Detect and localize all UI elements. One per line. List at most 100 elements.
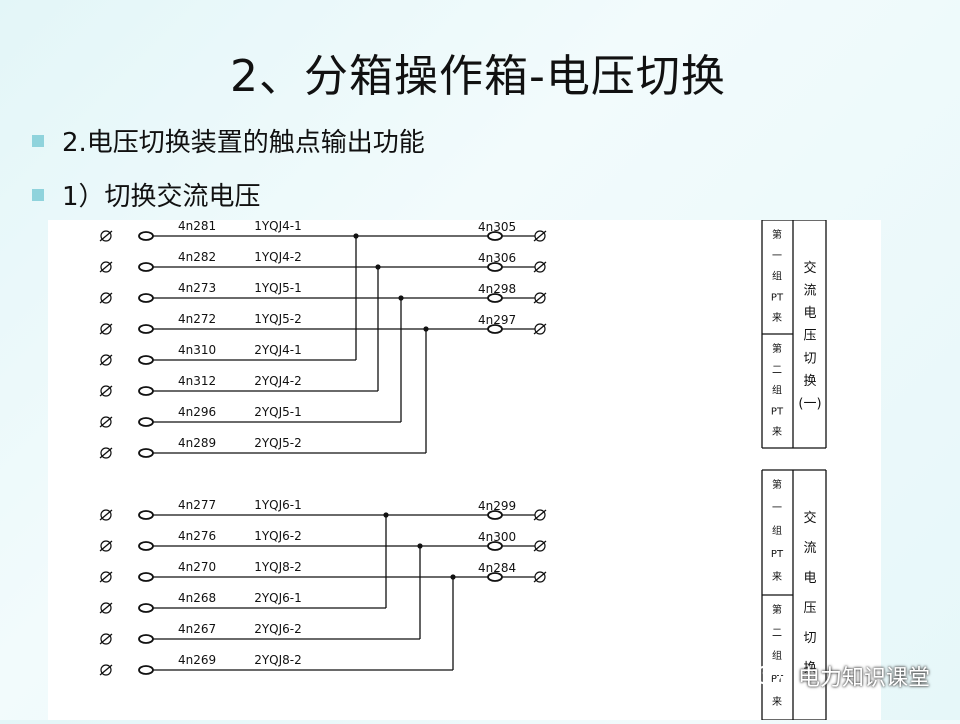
group1-side-right-char: (一) — [798, 396, 821, 411]
group1-input-label: 4n272 — [178, 312, 216, 326]
group2-contact-label: 2YQJ6-2 — [254, 622, 302, 636]
group2-contact-label: 2YQJ6-1 — [254, 591, 302, 605]
group2-output-terminal-slash — [533, 571, 547, 583]
group2-input-stud-icon — [138, 541, 154, 551]
group1-input-label: 4n282 — [178, 250, 216, 264]
group1-side-a-char: 组 — [772, 270, 782, 283]
group2-side-a-char: 一 — [772, 503, 782, 514]
group1-input-terminal-icon-slash — [99, 416, 113, 428]
group2-side-right-char: 换 — [803, 661, 816, 676]
group2-side-right-char: 压 — [803, 601, 816, 616]
group2-input-label: 4n267 — [178, 622, 216, 636]
group1-input-terminal-icon-slash — [99, 447, 113, 459]
group2-input-terminal-icon — [100, 633, 112, 645]
group1-side-right-char: 交 — [803, 260, 816, 276]
group2-input-terminal-icon-slash — [99, 633, 113, 645]
group1-input-stud-icon — [138, 448, 154, 458]
group2-input-terminal-icon — [100, 602, 112, 614]
group1-side-right-char: 换 — [803, 374, 816, 389]
group1-input-stud-icon — [138, 293, 154, 303]
group1-input-terminal-icon-slash — [99, 230, 113, 242]
group2-contact-label: 1YQJ6-1 — [254, 498, 302, 512]
group1-output-terminal-icon — [534, 230, 546, 242]
group1-input-stud-icon — [138, 324, 154, 334]
group2-input-terminal-icon-slash — [99, 602, 113, 614]
group2-side-a-char: 来 — [772, 571, 782, 583]
group1-side-b-char: PT — [771, 406, 784, 417]
group2-side-right-char: 电 — [803, 571, 816, 586]
bullet-square-icon — [32, 134, 44, 147]
group2-input-terminal-icon — [100, 509, 112, 521]
group2-side-b-char: 第 — [772, 603, 782, 616]
group1-side-a-char: PT — [771, 292, 784, 303]
group2-side-b-char: 二 — [772, 628, 782, 639]
group1-input-label: 4n273 — [178, 281, 216, 295]
group2-side-right-char: 交 — [803, 510, 816, 526]
slide-title: 2、分箱操作箱-电压切换 — [230, 51, 726, 102]
group1-input-terminal-icon — [100, 230, 112, 242]
group2-output-terminal-slash — [533, 509, 547, 521]
group2-input-label: 4n268 — [178, 591, 216, 605]
group1-contact-label: 1YQJ5-1 — [254, 281, 302, 295]
wechat-icon — [754, 665, 791, 688]
group2-input-label: 4n270 — [178, 560, 216, 574]
group1-output-terminal-slash — [533, 323, 547, 335]
group1-output-terminal-icon — [534, 323, 546, 335]
group1-input-terminal-icon-slash — [99, 292, 113, 304]
group1-input-terminal-icon — [100, 261, 112, 273]
group2-input-stud-icon — [138, 510, 154, 520]
group2-output-terminal-icon — [534, 571, 546, 583]
group1-contact-label: 2YQJ4-1 — [254, 343, 302, 357]
group2-input-terminal-icon — [100, 571, 112, 583]
group1-side-right-char: 切 — [803, 351, 816, 366]
watermark: 电力知识课堂 — [754, 660, 930, 692]
group2-contact-label: 1YQJ8-2 — [254, 560, 302, 574]
group2-input-terminal-icon — [100, 664, 112, 676]
group1-input-terminal-icon-slash — [99, 385, 113, 397]
group1-output-terminal-slash — [533, 230, 547, 242]
group1-side-a-char: 来 — [772, 312, 782, 324]
group1-input-label: 4n289 — [178, 436, 216, 450]
group2-input-label: 4n276 — [178, 529, 216, 543]
group2-output-terminal-icon — [534, 540, 546, 552]
group1-side-b-char: 二 — [772, 365, 782, 376]
group1-output-terminal-icon — [534, 261, 546, 273]
bullet-2-text: 1）切换交流电压 — [62, 182, 261, 212]
group2-input-terminal-icon-slash — [99, 509, 113, 521]
group2-output-label: 4n284 — [478, 561, 516, 575]
group1-contact-label: 2YQJ5-1 — [254, 405, 302, 419]
group1-contact-label: 1YQJ4-1 — [254, 220, 302, 233]
group2-contact-label: 1YQJ6-2 — [254, 529, 302, 543]
group2-input-stud-icon — [138, 634, 154, 644]
group1-side-b-char: 组 — [772, 384, 782, 397]
bullet-2: 1）切换交流电压 — [32, 176, 261, 213]
group1-input-label: 4n281 — [178, 220, 216, 233]
group1-input-terminal-icon-slash — [99, 261, 113, 273]
group1-input-terminal-icon — [100, 416, 112, 428]
group1-side-right-char: 电 — [803, 306, 816, 321]
group2-side-a-char: 第 — [772, 478, 782, 491]
group1-input-stud-icon — [138, 417, 154, 427]
group1-side-right-char: 压 — [803, 329, 816, 344]
group2-side-right-char: 切 — [803, 631, 816, 646]
group1-input-terminal-icon — [100, 354, 112, 366]
group2-side-b-char: 来 — [772, 696, 782, 708]
group1-contact-label: 2YQJ4-2 — [254, 374, 302, 388]
group1-input-terminal-icon — [100, 292, 112, 304]
group1-input-stud-icon — [138, 262, 154, 272]
group1-side-b-char: 第 — [772, 342, 782, 355]
group2-input-stud-icon — [138, 572, 154, 582]
group1-input-label: 4n312 — [178, 374, 216, 388]
group2-input-stud-icon — [138, 603, 154, 613]
group2-input-terminal-icon-slash — [99, 540, 113, 552]
group2-side-a-char: PT — [771, 549, 784, 560]
group2-input-label: 4n277 — [178, 498, 216, 512]
group1-contact-label: 1YQJ4-2 — [254, 250, 302, 264]
group2-contact-label: 2YQJ8-2 — [254, 653, 302, 667]
voltage-switch-diagram: 4n281 1YQJ4-1 4n282 1YQJ4-2 4n273 1YQJ5-1 4n27… — [48, 219, 881, 721]
group2-input-terminal-icon-slash — [99, 571, 113, 583]
group1-output-terminal-slash — [533, 292, 547, 304]
group1-contact-label: 2YQJ5-2 — [254, 436, 302, 450]
group1-input-stud-icon — [138, 231, 154, 241]
bullet-square-icon — [32, 188, 44, 201]
